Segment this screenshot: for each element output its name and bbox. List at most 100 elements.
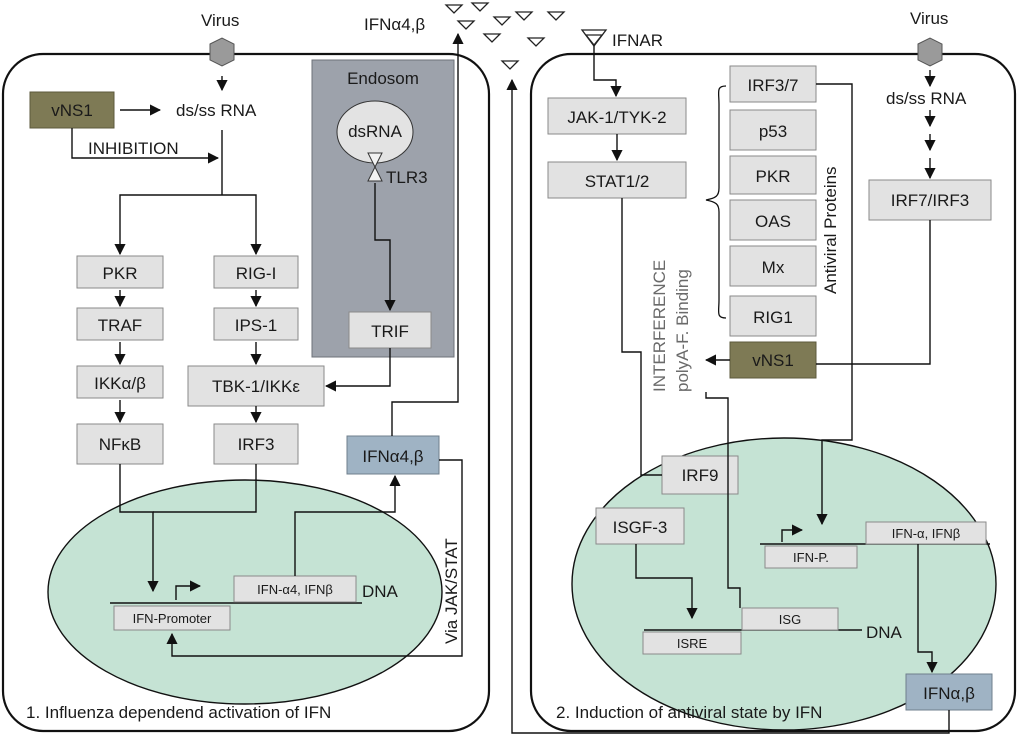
- secreted-ifn-label: IFNα4,β: [364, 15, 425, 34]
- protein-irf37-box: [729, 65, 817, 103]
- right-rna-label: ds/ss RNA: [886, 89, 967, 108]
- trif-to-tbk1-arrow: [324, 348, 391, 392]
- via-jak-stat-label: Via JAK/STAT: [442, 538, 461, 644]
- right-ifn-out-label: IFNα,β: [923, 684, 975, 703]
- irf37-to-ifnp-arrow: [816, 83, 853, 526]
- left-ifn-gene-box: [233, 575, 357, 603]
- interference-label: INTERFERENCE: [650, 260, 669, 392]
- tbk1-label: TBK-1/IKKε: [212, 377, 300, 396]
- antiviral-proteins-label: Antiviral Proteins: [821, 166, 840, 294]
- protein-pkr-box: [729, 155, 817, 195]
- left-ifn-label: IFNα4,β: [362, 447, 423, 466]
- left-rna-label: ds/ss RNA: [176, 101, 257, 120]
- polya-binding-label: polyA-F. Binding: [673, 269, 692, 392]
- left-pkr-label: PKR: [103, 264, 138, 283]
- protein-oas-box: [729, 199, 817, 241]
- left-irf3-label: IRF3: [238, 435, 275, 454]
- rna-to-pkr-arrow: [114, 194, 222, 256]
- left-virus-icon: [209, 37, 235, 67]
- left-transcription-start-arrow: [175, 580, 202, 600]
- antiviral-brace: [705, 85, 727, 319]
- left-virus-label: Virus: [201, 11, 239, 30]
- ifn-promoter-box: [113, 605, 231, 631]
- ifn-molecules: [444, 2, 566, 70]
- rna-to-rigi-arrow: [222, 194, 262, 256]
- stat-to-isgf3-arrow: [621, 198, 647, 510]
- inhibition-arrow: [71, 128, 220, 164]
- ifnar-receptor: [580, 29, 608, 48]
- stat-label: STAT1/2: [585, 172, 650, 191]
- ifn-gene-to-ifn-out-arrow: [917, 544, 938, 674]
- right-vns1-box: [729, 341, 817, 379]
- isre-box: [642, 631, 742, 655]
- right-caption: 2. Induction of antiviral state by IFN: [556, 703, 822, 722]
- ifn-p-box: [764, 545, 858, 569]
- protein-mx-label: Mx: [762, 258, 785, 277]
- jak-stat-feedback-arrow: [166, 459, 463, 657]
- tlr3-label: TLR3: [386, 168, 428, 187]
- left-dna-label: DNA: [362, 582, 399, 601]
- left-ifn-gene-label: IFN-α4, IFNβ: [257, 582, 333, 597]
- right-ifn-gene-label: IFN-α, IFNβ: [892, 526, 960, 541]
- protein-p53-label: p53: [759, 122, 787, 141]
- isgf3-label: ISGF-3: [613, 518, 668, 537]
- irf73-label: IRF7/IRF3: [891, 191, 969, 210]
- left-vns1-box: [29, 91, 115, 129]
- protein-pkr-label: PKR: [756, 167, 791, 186]
- ikk-label: IKKα/β: [94, 374, 146, 393]
- ifn-p-label: IFN-P.: [793, 550, 829, 565]
- nfkb-label: NFκB: [99, 435, 142, 454]
- irf9-label: IRF9: [682, 466, 719, 485]
- inhibition-label: INHIBITION: [88, 139, 179, 158]
- protein-mx-box: [729, 245, 817, 287]
- protein-rig1-label: RIG1: [753, 308, 793, 327]
- isg-to-proteins-line: [705, 392, 741, 608]
- jak-label: JAK-1/TYK-2: [567, 108, 666, 127]
- ips1-label: IPS-1: [235, 316, 278, 335]
- right-vns1-label: vNS1: [752, 351, 794, 370]
- ifn-secretion-arrow: [391, 32, 464, 436]
- trif-box: [348, 311, 432, 349]
- isre-label: ISRE: [677, 636, 708, 651]
- isg-box: [741, 607, 839, 631]
- traf-box: [76, 307, 164, 341]
- left-caption: 1. Influenza dependend activation of IFN: [26, 703, 331, 722]
- ifn-gene-to-ifn-arrow: [294, 474, 401, 576]
- protein-oas-label: OAS: [755, 212, 791, 231]
- irf73-to-vns1-line: [816, 220, 931, 365]
- tbk1-box: [187, 365, 325, 407]
- ips1-box: [213, 307, 299, 341]
- traf-label: TRAF: [98, 316, 142, 335]
- protein-irf37-label: IRF3/7: [747, 76, 798, 95]
- dsrna-label: dsRNA: [348, 122, 403, 141]
- rigi-label: RIG-I: [236, 264, 277, 283]
- stat-box: [547, 161, 687, 199]
- ifn-promoter-label: IFN-Promoter: [133, 611, 212, 626]
- autocrine-loop-arrow: [506, 78, 950, 734]
- trif-label: TRIF: [371, 322, 409, 341]
- nfkb-to-promoter-arrow: [119, 464, 159, 593]
- left-cell-membrane: [1, 52, 491, 733]
- protein-rig1-box: [729, 295, 817, 337]
- irf3-to-promoter-line: [153, 464, 257, 513]
- rigi-box: [213, 255, 299, 289]
- right-virus-icon: [917, 37, 943, 67]
- left-vns1-label: vNS1: [51, 101, 93, 120]
- nfkb-box: [76, 423, 164, 465]
- ifnar-label: IFNAR: [612, 31, 663, 50]
- left-irf3-box: [213, 423, 299, 465]
- tlr3-to-trif-arrow: [374, 183, 396, 312]
- tlr3-receptor-icon: [367, 152, 383, 182]
- ifnar-to-jak-arrow: [593, 46, 622, 98]
- right-ifn-gene-box: [865, 521, 987, 545]
- isgf3-box: [595, 507, 685, 545]
- right-virus-label: Virus: [910, 9, 948, 28]
- protein-p53-box: [729, 109, 817, 151]
- right-dna-label: DNA: [866, 623, 903, 642]
- irf9-box: [661, 455, 739, 495]
- left-pkr-box: [76, 255, 164, 289]
- left-ifn-box: [346, 435, 440, 475]
- isg-label: ISG: [779, 612, 801, 627]
- isgf3-to-isre-arrow: [635, 544, 698, 620]
